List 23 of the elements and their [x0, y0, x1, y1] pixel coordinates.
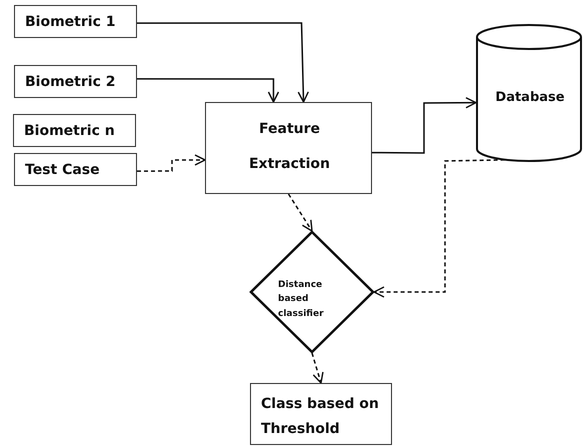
database-cylinder [476, 24, 582, 162]
arrow [137, 154, 206, 172]
process-box [14, 65, 137, 98]
arrow [372, 97, 477, 154]
node-label: Class based on Threshold [261, 395, 380, 440]
arrow [288, 194, 313, 232]
node-label: Distance based classifier [278, 279, 325, 321]
node-label: Feature Extraction [248, 120, 331, 174]
process-box [250, 383, 392, 445]
arrow [311, 352, 324, 384]
node-label: Biometric 2 [25, 74, 116, 91]
process-box [13, 114, 136, 147]
arrow [373, 159, 505, 298]
node-label: Biometric 1 [25, 14, 116, 31]
node-label: Test Case [25, 162, 101, 179]
arrow [137, 78, 280, 103]
node-label: Database [494, 90, 566, 106]
process-box [14, 5, 137, 38]
process-box [14, 153, 137, 186]
decision-diamond [250, 231, 374, 353]
process-box [205, 102, 372, 194]
node-label: Biometric n [24, 123, 116, 140]
arrow [137, 22, 309, 103]
